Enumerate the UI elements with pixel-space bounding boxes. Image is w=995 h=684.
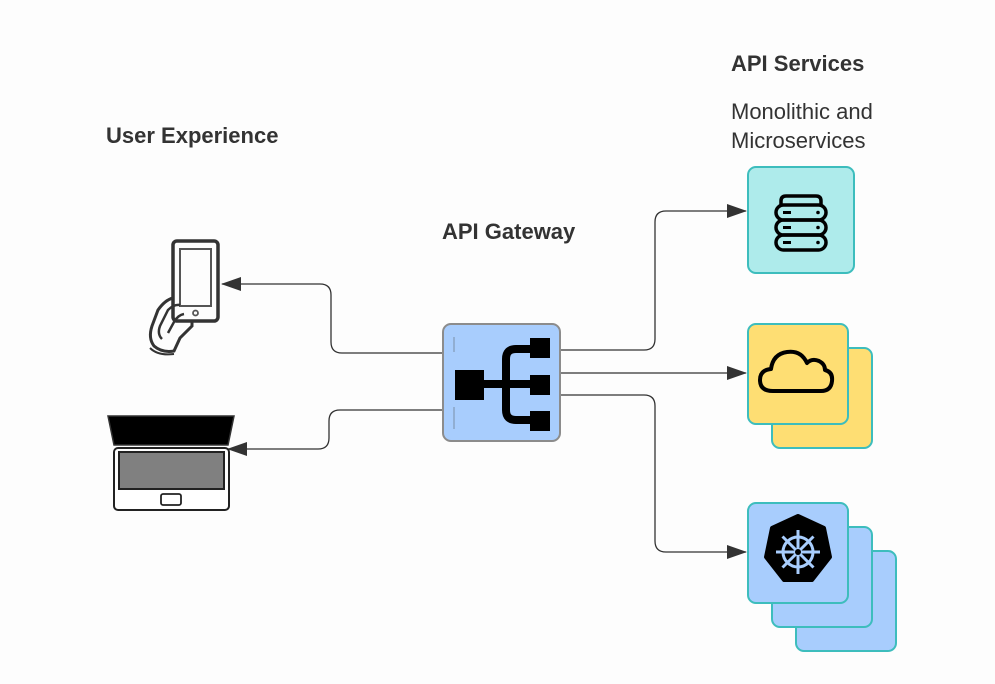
edge-gateway-to-laptop: [227, 409, 442, 456]
api-gateway-heading: API Gateway: [442, 219, 576, 244]
kubernetes-service-card[interactable]: [747, 502, 849, 604]
network-hierarchy-icon: [453, 337, 550, 431]
laptop-node[interactable]: [106, 413, 236, 513]
edge-gateway-to-mobile: [221, 277, 442, 354]
laptop-icon: [107, 415, 235, 511]
api-gateway-node[interactable]: [442, 323, 561, 442]
edge-gateway-to-kubernetes: [561, 394, 747, 559]
cloud-service-card[interactable]: [747, 323, 849, 425]
server-stack-icon: [774, 194, 828, 252]
cloud-icon: [758, 349, 835, 393]
api-services-heading: API Services: [731, 51, 865, 76]
user-experience-heading: User Experience: [106, 123, 279, 148]
kubernetes-helm-icon: [764, 514, 832, 582]
api-services-subheading-line2: Microservices: [731, 128, 866, 153]
mobile-device-node[interactable]: [140, 238, 225, 358]
edge-gateway-to-monolith: [561, 204, 747, 351]
hand-holding-phone-icon: [148, 239, 220, 356]
monolith-service-card[interactable]: [747, 166, 855, 274]
api-services-subheading-line1: Monolithic and: [731, 99, 873, 124]
